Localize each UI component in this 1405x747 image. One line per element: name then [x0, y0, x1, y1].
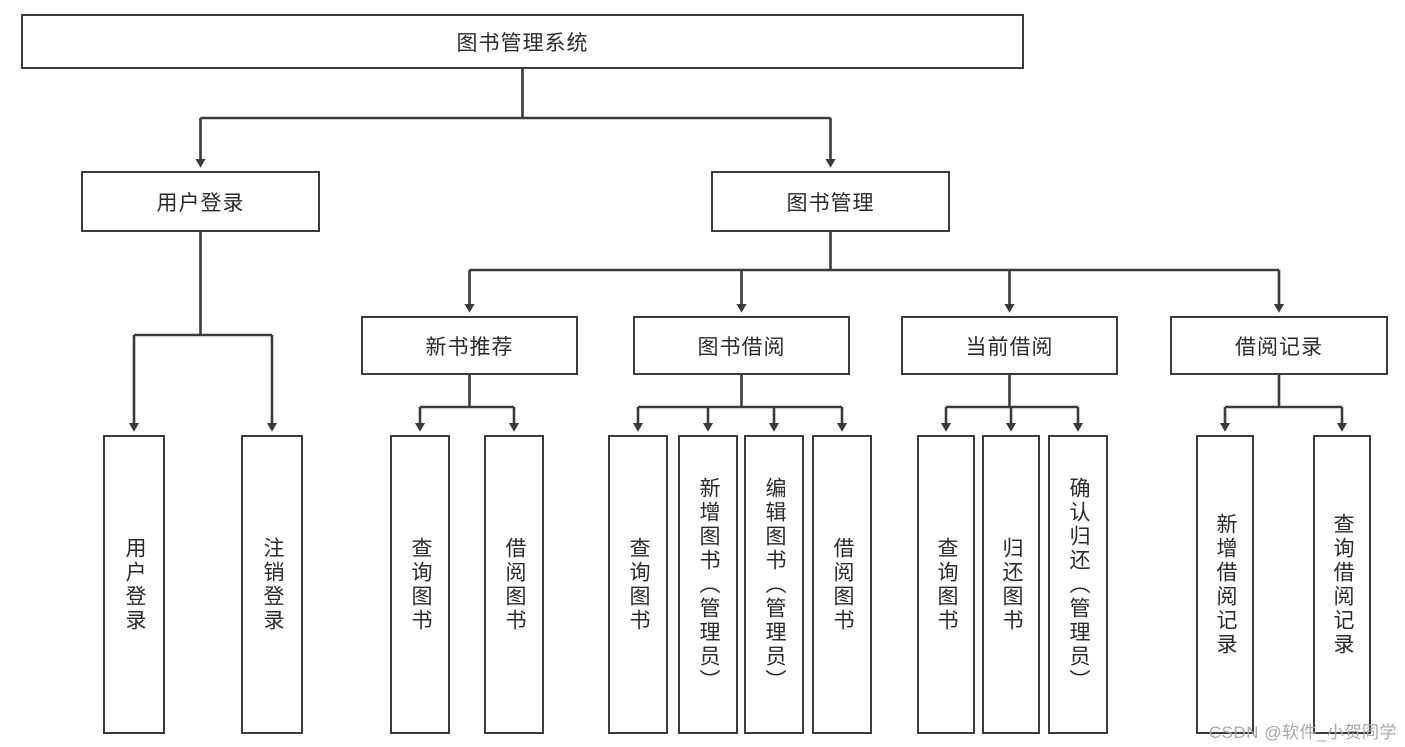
node-label: 归还图书	[1000, 536, 1024, 633]
node-leaf-add-book[interactable]: 新增图书（管理员）	[678, 435, 738, 734]
node-label: 新书推荐	[425, 335, 514, 359]
node-new-book-rec[interactable]: 新书推荐	[361, 316, 578, 375]
node-leaf-user-login[interactable]: 用户登录	[103, 435, 165, 734]
node-label: 用户登录	[123, 536, 147, 633]
node-borrow-record[interactable]: 借阅记录	[1170, 316, 1388, 375]
node-leaf-query-record[interactable]: 查询借阅记录	[1313, 435, 1371, 734]
node-user-login[interactable]: 用户登录	[81, 171, 320, 232]
node-label: 借阅图书	[503, 536, 527, 633]
node-root[interactable]: 图书管理系统	[21, 14, 1024, 69]
node-label: 编辑图书（管理员）	[763, 476, 787, 693]
node-label: 图书借阅	[697, 335, 786, 359]
node-label: 图书管理	[786, 191, 875, 215]
node-label: 借阅图书	[831, 536, 855, 633]
node-leaf-borrow-book-rec[interactable]: 借阅图书	[484, 435, 544, 734]
node-label: 借阅记录	[1235, 335, 1323, 359]
node-label: 查询图书	[409, 536, 433, 633]
node-label: 新增图书（管理员）	[697, 476, 721, 693]
node-label: 当前借阅	[965, 335, 1054, 359]
node-leaf-logout[interactable]: 注销登录	[241, 435, 303, 734]
watermark-label: CSDN @软件_小贺同学	[1208, 723, 1397, 742]
node-label: 新增借阅记录	[1214, 512, 1238, 657]
node-leaf-query-book-cur[interactable]: 查询图书	[917, 435, 975, 734]
node-leaf-return-book[interactable]: 归还图书	[982, 435, 1040, 734]
node-label: 查询图书	[935, 536, 959, 633]
node-label: 注销登录	[261, 536, 285, 633]
node-label: 查询借阅记录	[1331, 512, 1355, 657]
node-leaf-confirm-return[interactable]: 确认归还（管理员）	[1048, 435, 1108, 734]
node-leaf-add-record[interactable]: 新增借阅记录	[1196, 435, 1254, 734]
node-book-borrow[interactable]: 图书借阅	[633, 316, 850, 375]
node-book-manage[interactable]: 图书管理	[711, 171, 950, 232]
node-label: 用户登录	[156, 191, 245, 215]
node-leaf-edit-book[interactable]: 编辑图书（管理员）	[744, 435, 804, 734]
node-label: 确认归还（管理员）	[1067, 476, 1091, 693]
node-label: 查询图书	[627, 536, 651, 633]
node-leaf-query-book[interactable]: 查询图书	[608, 435, 668, 734]
node-leaf-query-book-rec[interactable]: 查询图书	[390, 435, 450, 734]
node-current-borrow[interactable]: 当前借阅	[901, 316, 1118, 375]
node-leaf-borrow-book[interactable]: 借阅图书	[812, 435, 872, 734]
node-label: 图书管理系统	[456, 31, 589, 55]
